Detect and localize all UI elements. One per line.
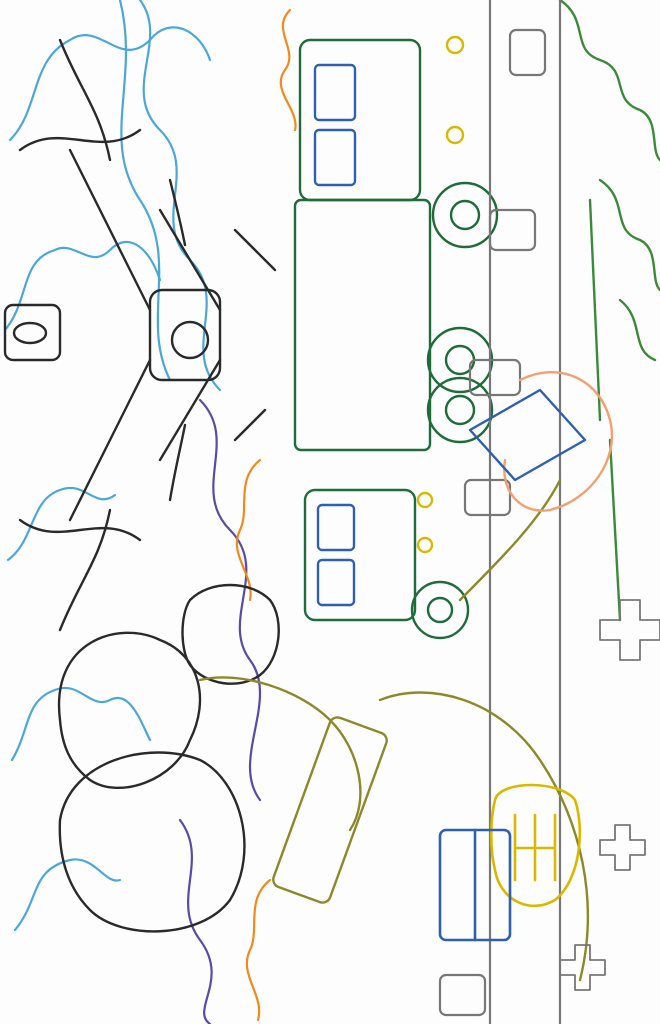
mountain-ridge-blue [118,0,172,382]
tree-trunk [588,198,602,422]
soldier-helmet-rim [58,751,246,933]
truck-wheel-hub [449,199,481,231]
soldier-face [198,676,362,832]
cloud-outline [10,686,152,762]
drone-arm [68,358,152,522]
bushes [235,8,297,1022]
truck-window [313,128,357,187]
truck-headlight [416,491,434,509]
tree-canopy [558,0,660,162]
truck-wheel [410,580,470,640]
soldier-goggles [181,583,280,685]
soldier-arm [458,478,562,602]
drone-arm [158,358,222,462]
drone-landing-leg [233,408,267,442]
military-truck [303,488,470,640]
camo-cross [599,599,660,661]
drone-body [148,288,222,382]
road-bollard [468,358,522,397]
truck-window [313,63,357,122]
truck-cab [303,488,417,622]
truck-headlight [416,536,434,554]
truck-headlight [445,125,465,145]
drone [3,38,277,632]
soldier-helmet [57,631,202,790]
propeller [58,38,112,162]
bush-outline [279,8,297,132]
road-bollard [508,28,547,77]
tablet-device [468,388,587,482]
flag-patch [438,828,512,942]
truck-wheel [426,376,494,444]
truck-headlight [445,35,465,55]
tree-canopy [618,298,657,362]
camo-cross [559,944,606,991]
truck-wheel-hub [444,394,476,426]
military-truck [293,35,499,452]
propeller [18,518,142,542]
truck-cargo-box [293,198,432,452]
soldier-rifle [272,716,388,904]
truck-wheel-hub [426,596,454,624]
trident-emblem [489,783,582,908]
drone-camera-mount [3,303,62,362]
camouflage-pattern [559,599,660,991]
forest-trees [558,0,660,622]
drone-arm [68,148,152,312]
road-bollard [438,973,487,1017]
drone-camera-eye [12,321,48,345]
drone-landing-leg [233,228,277,272]
truck-window [316,558,356,607]
cloud-outline [6,487,117,562]
trident-mark [513,813,557,882]
soldier-hand [503,370,614,512]
mountain-ridge-purple [198,398,262,802]
propeller [58,508,112,632]
soldier [57,370,614,982]
road-bollard [488,208,537,252]
soldier-body [378,691,590,982]
propeller [18,128,142,152]
truck-window [316,503,356,552]
propeller [168,423,187,502]
tree-canopy [598,178,660,292]
cloud-outline [3,240,162,332]
truck-wheel [431,181,499,249]
clouds [3,26,212,932]
tree-trunk [608,438,622,622]
mountains [118,0,262,1024]
mountain-ridge-purple [178,818,213,1024]
drone-camera-lens [170,320,210,360]
cloud-outline [13,858,122,932]
camo-cross [599,824,646,871]
cloud-outline [8,26,212,142]
propeller [168,178,187,247]
drone-arm [158,208,222,312]
bush-outline [235,458,262,602]
road-bollard [463,478,512,517]
bush-outline [245,878,272,1022]
mountain-ridge [138,0,222,392]
road [438,0,562,1024]
patch-shield [489,783,582,908]
